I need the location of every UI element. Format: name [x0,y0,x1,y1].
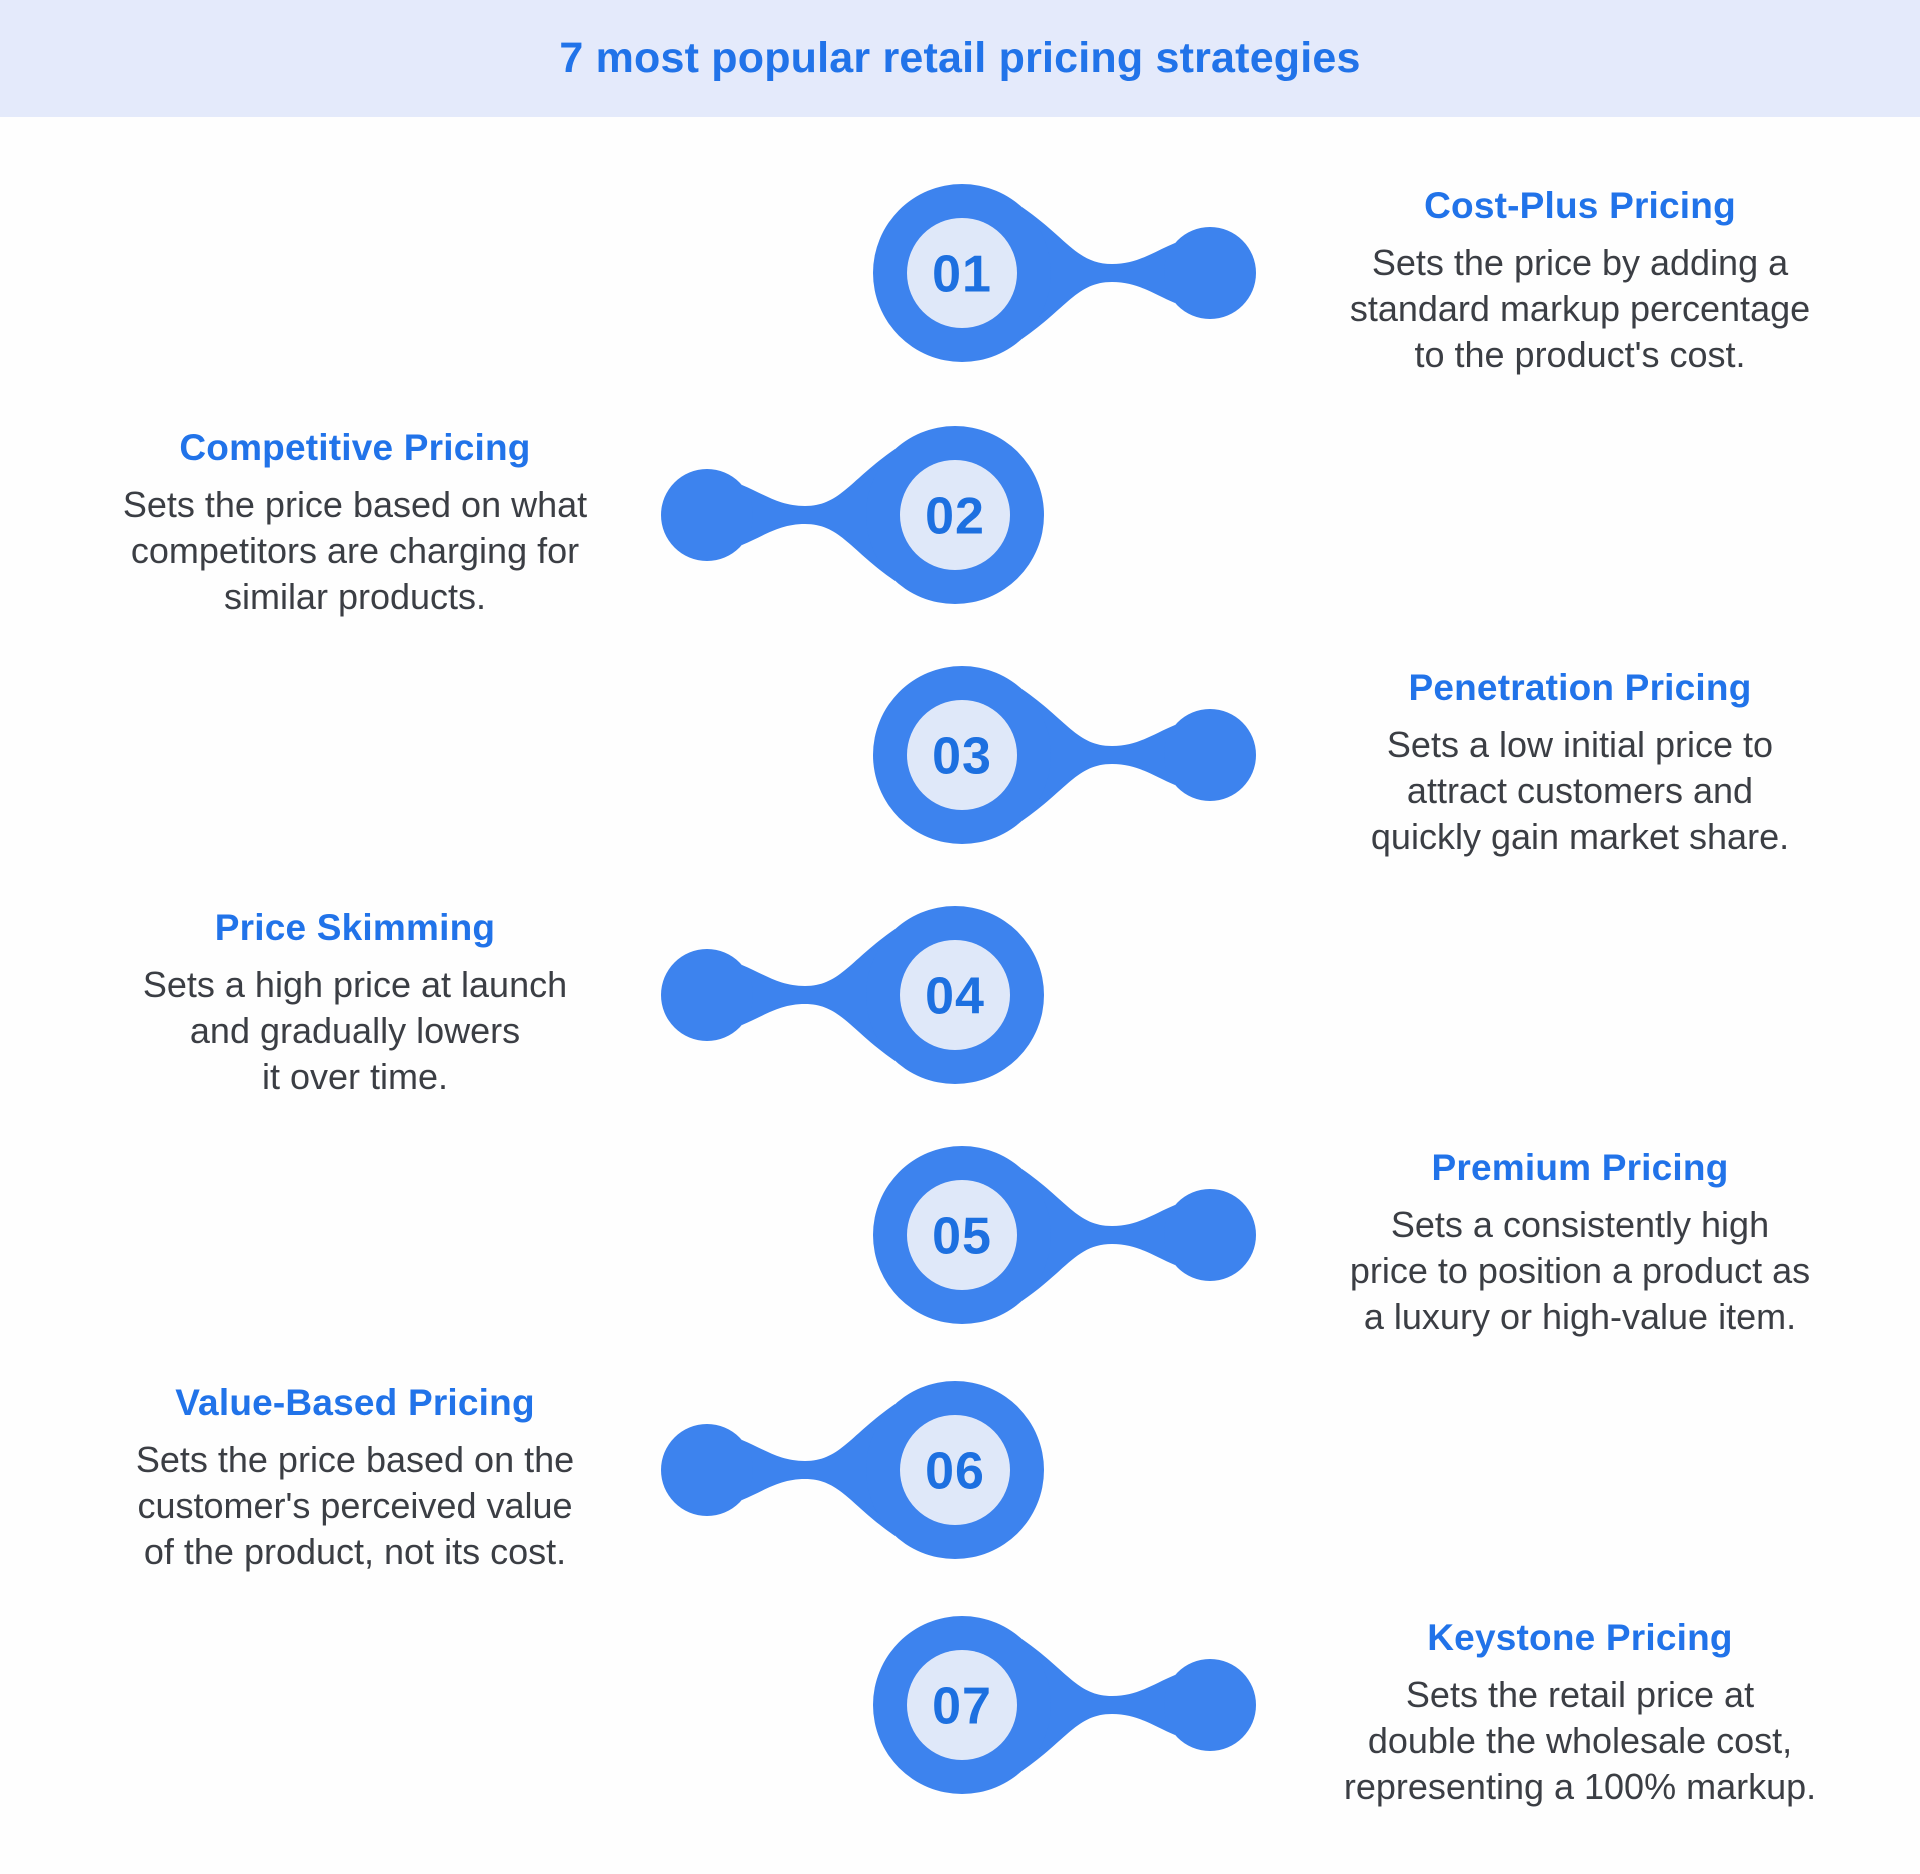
step-number: 01 [932,246,992,304]
metaball-connector-left-icon: 02 [661,426,1044,604]
step-marker-03: 03 [872,660,1262,850]
step-marker-05: 05 [872,1140,1262,1330]
step-number: 07 [932,1678,992,1736]
step-marker-01: 01 [872,178,1262,368]
step-text-04: Price Skimming Sets a high price at laun… [55,907,655,1100]
step-marker-02: 02 [655,420,1045,610]
step-text-06: Value-Based Pricing Sets the price based… [55,1382,655,1575]
step-number: 06 [925,1443,985,1501]
step-title: Penetration Pricing [1408,667,1752,708]
step-description: Sets a consistently high price to positi… [1349,1204,1811,1338]
step-description: Sets the price based on what competitors… [122,484,588,618]
step-number: 05 [932,1208,992,1266]
metaball-connector-left-icon: 06 [661,1381,1044,1559]
step-number: 04 [925,968,985,1026]
step-title: Price Skimming [214,907,496,948]
title-banner: 7 most popular retail pricing strategies [0,0,1920,117]
step-title: Value-Based Pricing [175,1382,535,1423]
step-text-05: Premium Pricing Sets a consistently high… [1280,1147,1880,1340]
step-description: Sets the price based on the customer's p… [135,1439,575,1573]
step-marker-04: 04 [655,900,1045,1090]
step-description: Sets the price by adding a standard mark… [1349,242,1811,376]
metaball-connector-right-icon: 05 [873,1146,1256,1324]
metaball-connector-right-icon: 03 [873,666,1256,844]
step-marker-06: 06 [655,1375,1045,1565]
metaball-connector-left-icon: 04 [661,906,1044,1084]
page-title: 7 most popular retail pricing strategies [559,34,1361,82]
step-description: Sets a low initial price to attract cust… [1370,724,1790,858]
step-text-01: Cost-Plus Pricing Sets the price by addi… [1280,185,1880,378]
metaball-connector-right-icon: 07 [873,1616,1256,1794]
step-text-07: Keystone Pricing Sets the retail price a… [1280,1617,1880,1810]
step-description: Sets a high price at launch and graduall… [142,964,568,1098]
step-text-02: Competitive Pricing Sets the price based… [55,427,655,620]
step-number: 02 [925,488,985,546]
step-title: Competitive Pricing [179,427,531,468]
step-description: Sets the retail price at double the whol… [1343,1674,1817,1808]
step-title: Cost-Plus Pricing [1424,185,1736,226]
step-number: 03 [932,728,992,786]
step-title: Premium Pricing [1431,1147,1729,1188]
step-title: Keystone Pricing [1427,1617,1733,1658]
metaball-connector-right-icon: 01 [873,184,1256,362]
step-marker-07: 07 [872,1610,1262,1800]
step-text-03: Penetration Pricing Sets a low initial p… [1280,667,1880,860]
